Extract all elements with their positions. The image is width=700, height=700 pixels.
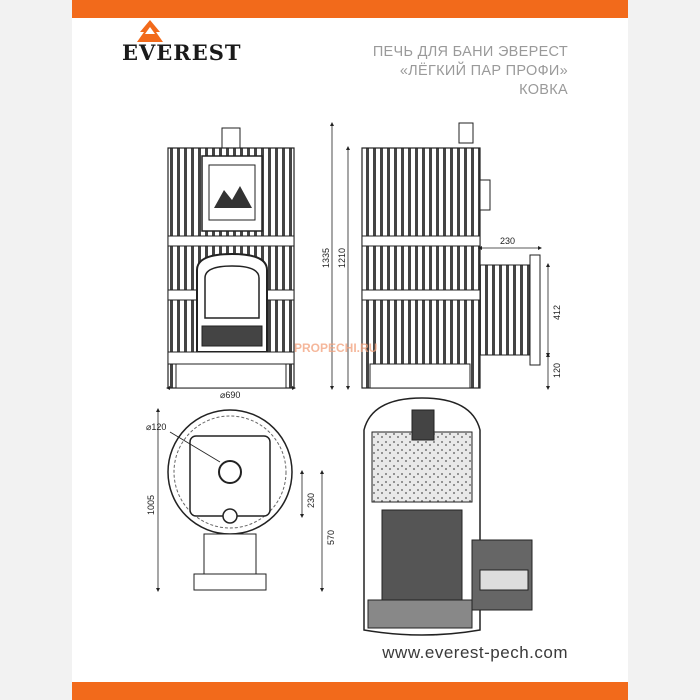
title-line-2: «ЛЁГКИЙ ПАР ПРОФИ»: [399, 63, 568, 79]
plan-view: [167, 409, 293, 591]
section-view: [363, 397, 533, 636]
flame-logo-icon: [137, 20, 163, 42]
dim-plan-tunnel: 570: [326, 530, 336, 545]
dim-plan-offset: 230: [306, 493, 316, 508]
title-line-1: ПЕЧЬ ДЛЯ БАНИ ЭВЕРЕСТ: [372, 44, 568, 60]
watermark: PROPECHI.RU: [294, 341, 377, 355]
dim-front-width: ⌀690: [220, 390, 240, 400]
title-line-3: КОВКА: [519, 82, 568, 98]
dim-body-height: 1210: [337, 248, 347, 268]
dim-tunnel-depth: 230: [500, 236, 515, 246]
top-accent-band: [72, 0, 628, 18]
footer-url[interactable]: www.everest-pech.com: [382, 643, 568, 662]
dim-flue-diameter: ⌀120: [146, 422, 166, 432]
drawing-sheet: EVEREST ПЕЧЬ ДЛЯ БАНИ ЭВЕРЕСТ «ЛЁГКИЙ ПА…: [72, 0, 628, 700]
dim-tunnel-height: 412: [552, 305, 562, 320]
dim-base-height: 120: [552, 363, 562, 378]
product-title: ПЕЧЬ ДЛЯ БАНИ ЭВЕРЕСТ «ЛЁГКИЙ ПАР ПРОФИ»…: [373, 43, 568, 100]
side-view: [361, 122, 541, 389]
dim-total-height: 1335: [321, 248, 331, 268]
bottom-accent-band: [72, 682, 628, 700]
brand-logo: EVEREST: [122, 40, 242, 65]
dim-plan-depth: 1005: [146, 495, 156, 515]
front-view: [167, 127, 295, 389]
technical-drawing: ⌀690 1335 1210 230 412 120 ⌀120 1005 230…: [146, 122, 562, 636]
